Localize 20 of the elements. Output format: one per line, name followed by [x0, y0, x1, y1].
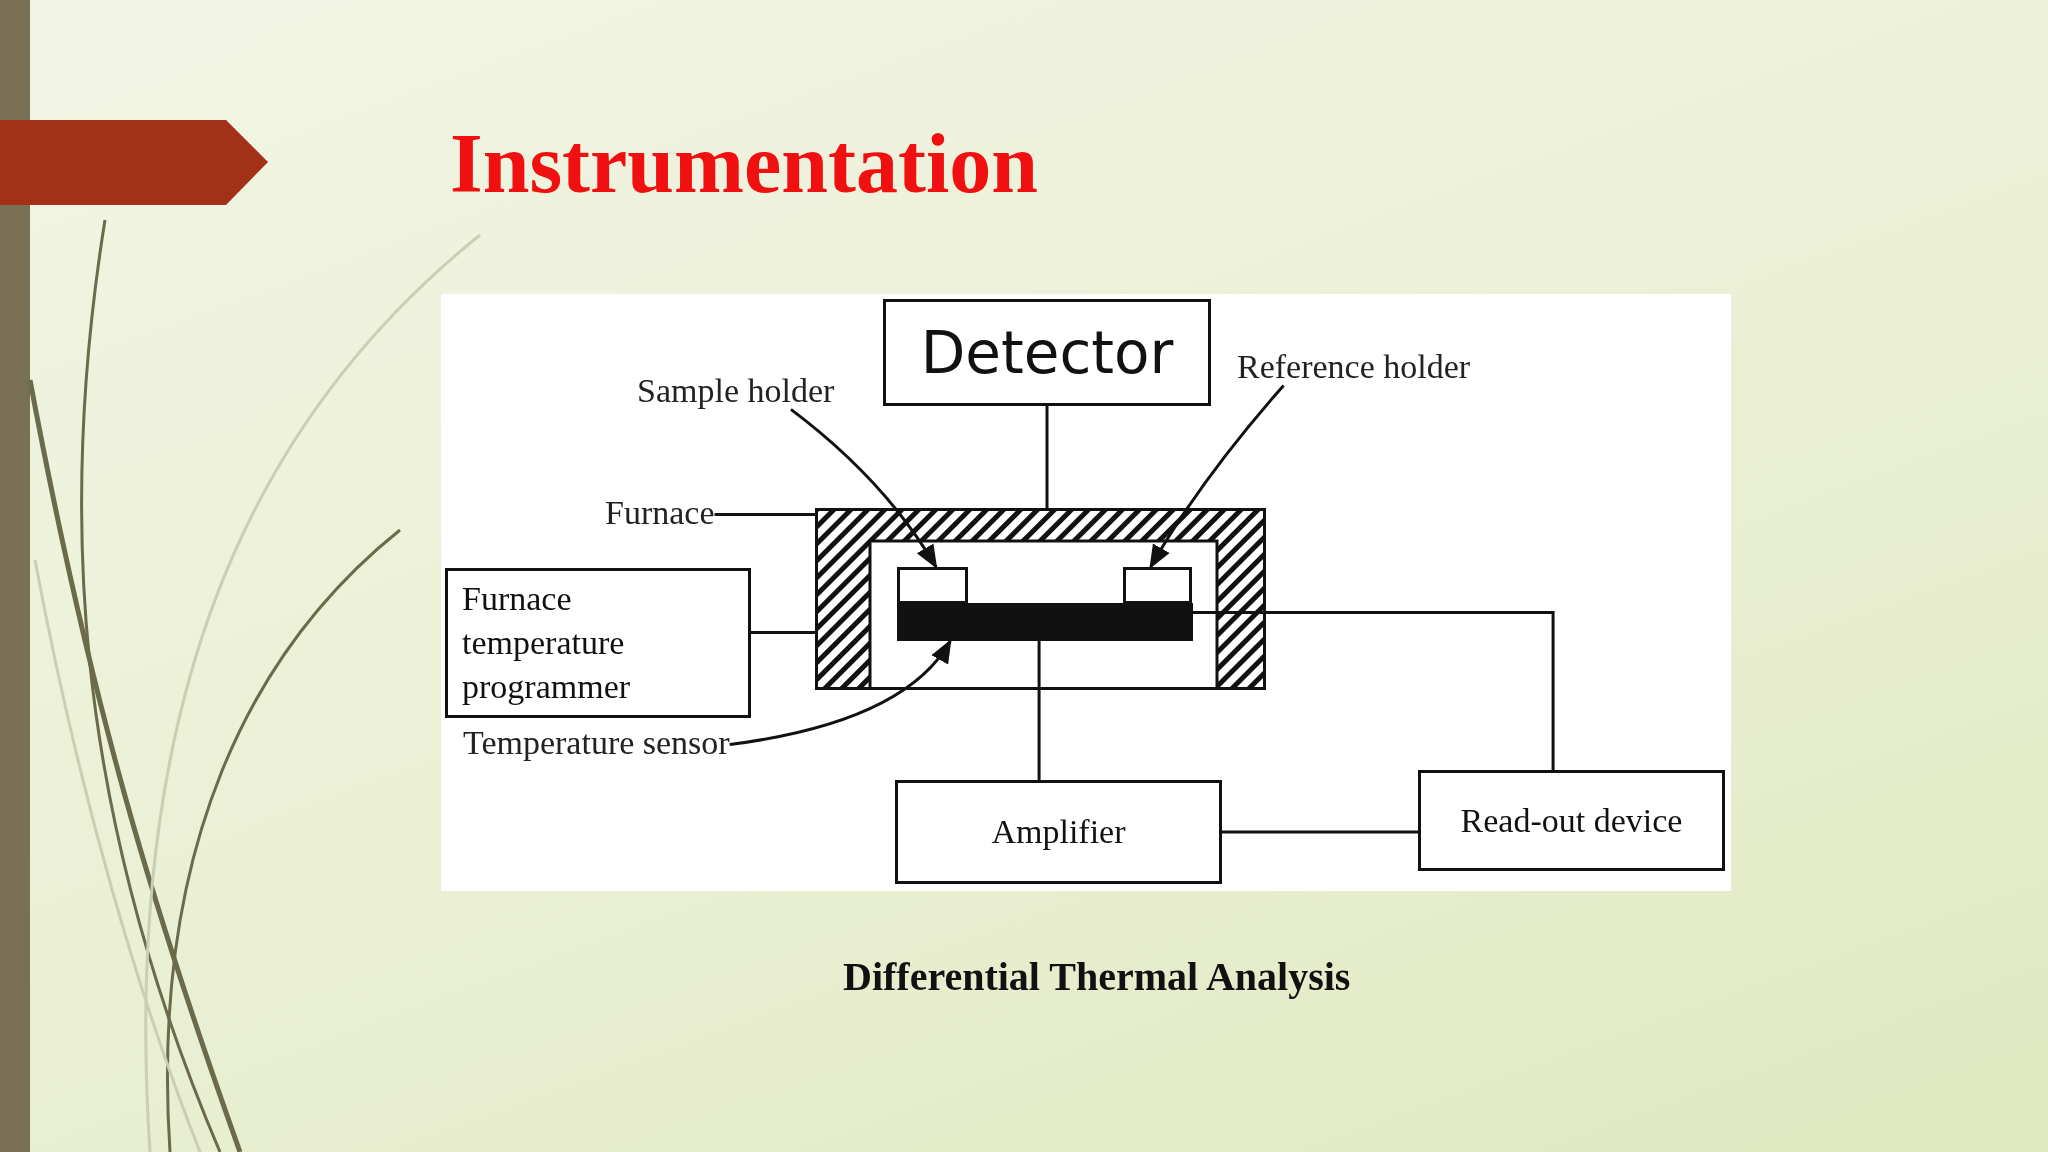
- slide-title: Instrumentation: [450, 118, 1039, 211]
- connector-line: [1222, 830, 1418, 834]
- connector-line: [751, 631, 815, 634]
- temperature-sensor-label: Temperature sensor: [463, 724, 730, 762]
- sensor-block: [897, 603, 1193, 641]
- readout-device-box: Read-out device: [1418, 770, 1725, 871]
- connector-line: [1045, 406, 1049, 508]
- reference-holder-label: Reference holder: [1237, 348, 1471, 386]
- leader-line: [714, 513, 815, 517]
- caption: Differential Thermal Analysis: [843, 955, 1351, 999]
- connector-line: [1037, 641, 1041, 780]
- detector-box: Detector: [883, 299, 1211, 406]
- sample-cup: [897, 567, 968, 604]
- furnace-drawing: [815, 508, 1266, 690]
- reference-cup: [1123, 567, 1192, 604]
- leader-line: [729, 639, 952, 747]
- programmer-box: Furnace temperature programmer: [445, 568, 751, 718]
- amplifier-box: Amplifier: [895, 780, 1222, 884]
- sample-holder-label: Sample holder: [637, 372, 835, 410]
- furnace-label: Furnace: [605, 494, 715, 532]
